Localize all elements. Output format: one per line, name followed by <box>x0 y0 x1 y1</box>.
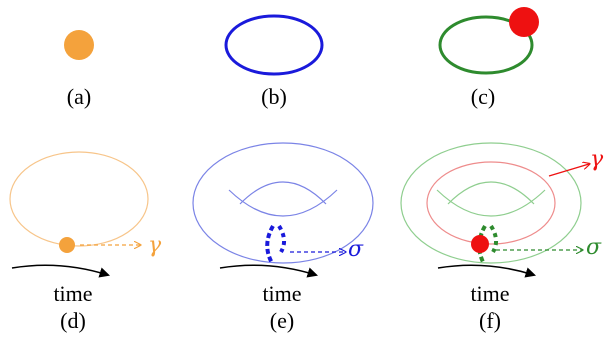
time-arrow <box>11 264 111 278</box>
panel-b: (b) <box>224 14 324 109</box>
torus-inner-bottom <box>436 189 546 217</box>
time-arrow <box>219 264 319 278</box>
time-arrow <box>437 264 537 278</box>
sigma-symbol: σ <box>348 237 364 262</box>
torus-inner-top <box>239 181 327 205</box>
sigma-cross-section-back <box>277 224 286 254</box>
gamma-symbol: γ <box>590 147 604 172</box>
orange-worldline-loop <box>9 151 149 247</box>
panel-d-time-label: time <box>53 281 92 306</box>
red-point <box>509 7 539 37</box>
panel-d: γ time (d) <box>9 151 162 333</box>
gamma-pointer-arrow <box>548 164 589 177</box>
panel-e-label: (e) <box>270 308 294 333</box>
gamma-symbol: γ <box>148 233 162 258</box>
panel-d-label: (d) <box>60 308 86 333</box>
torus-outer <box>400 142 582 264</box>
panel-f: γ σ time (f) <box>400 142 604 333</box>
panel-a: (a) <box>64 30 94 109</box>
torus-inner-top <box>447 181 535 205</box>
panel-f-time-label: time <box>470 281 509 306</box>
panel-e: σ time (e) <box>192 142 374 333</box>
torus-inner-bottom <box>228 189 338 217</box>
orange-point <box>64 30 94 60</box>
panel-e-time-label: time <box>262 281 301 306</box>
orange-point-on-loop <box>59 237 75 253</box>
panel-c-label: (c) <box>471 84 495 109</box>
panel-a-label: (a) <box>67 84 91 109</box>
green-loop <box>438 15 534 75</box>
gamma-loop <box>426 161 556 245</box>
sigma-cross-section-back <box>489 224 498 254</box>
sigma-cross-section-front <box>265 224 275 264</box>
blue-loop <box>224 14 324 76</box>
panel-c: (c) <box>438 7 539 109</box>
panel-f-label: (f) <box>479 308 501 333</box>
torus-outer <box>192 142 374 264</box>
red-point-on-torus <box>471 235 489 253</box>
panel-b-label: (b) <box>261 84 287 109</box>
sigma-symbol: σ <box>586 235 602 260</box>
